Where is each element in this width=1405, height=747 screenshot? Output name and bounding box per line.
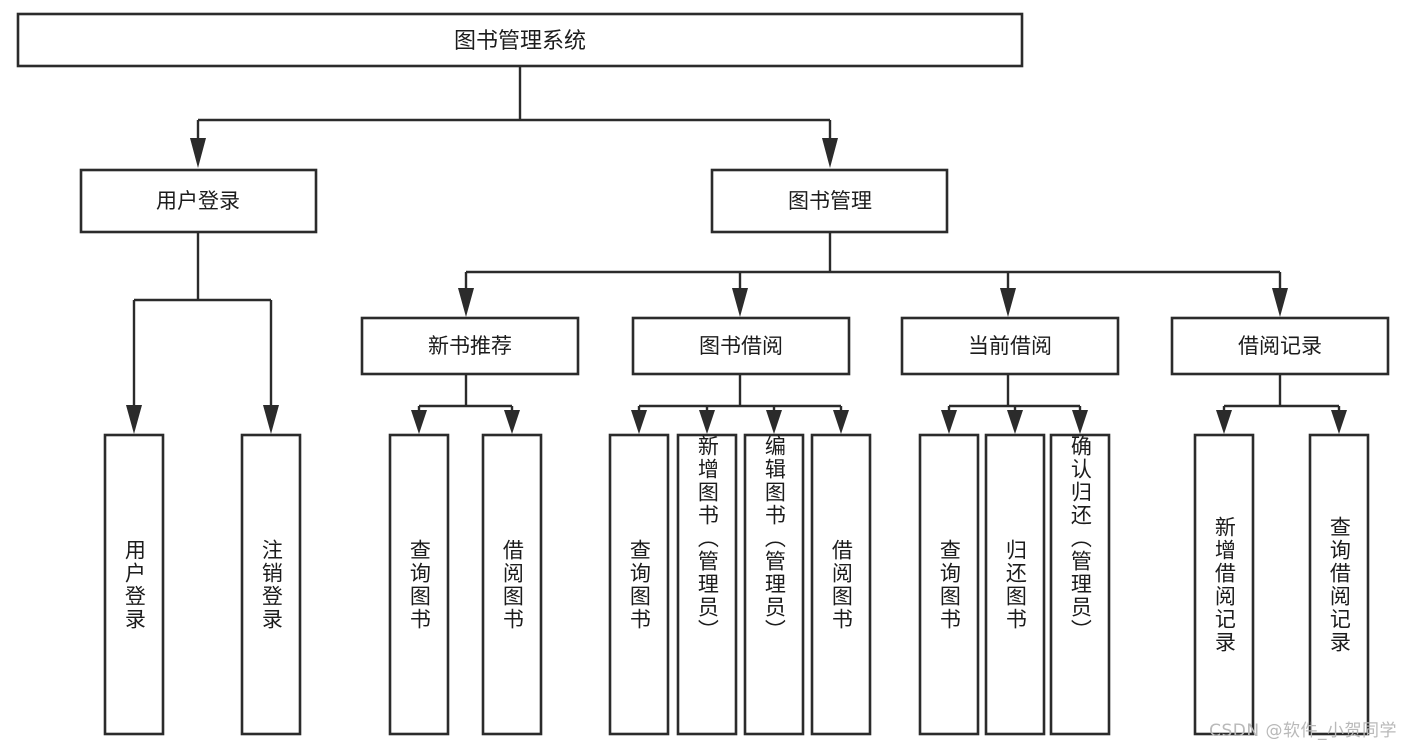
arrow-head-current-borrow	[1000, 288, 1016, 317]
node-book-borrow-label: 图书借阅	[699, 334, 783, 358]
node-new-book-recommend[interactable]: 新书推荐	[360, 316, 580, 376]
node-current-borrow[interactable]: 当前借阅	[900, 316, 1120, 376]
connector-group-current-borrow-to-leaves	[941, 374, 1088, 434]
arrow-head-leaf-add-record	[1216, 410, 1232, 434]
node-leaf-add-book-box[interactable]	[676, 433, 738, 736]
node-borrow-record-box[interactable]	[1170, 316, 1390, 376]
connector-group-borrow-record-to-leaves	[1216, 374, 1347, 434]
arrow-head-book-manage	[822, 138, 838, 168]
node-leaf-query-book-2-box[interactable]	[608, 433, 670, 736]
arrow-head-leaf-query-book-2	[631, 410, 647, 434]
node-current-borrow-box[interactable]	[900, 316, 1120, 376]
node-user-login[interactable]: 用户登录	[79, 168, 318, 234]
arrow-head-borrow-record	[1272, 288, 1288, 317]
node-leaf-user-login-box[interactable]	[103, 433, 165, 736]
connector-group-new-book-recommend-to-leaves	[411, 374, 520, 434]
node-leaf-confirm-return-box[interactable]	[1049, 433, 1111, 736]
arrow-head-leaf-confirm-return	[1072, 410, 1088, 434]
node-leaf-borrow-book-2-box[interactable]	[810, 433, 872, 736]
node-root-label: 图书管理系统	[454, 29, 586, 54]
node-user-login-box[interactable]	[79, 168, 318, 234]
connector-group-book-manage-to-level2	[458, 232, 1288, 317]
arrow-head-leaf-user-login	[126, 405, 142, 434]
node-leaf-query-record-box[interactable]	[1308, 433, 1370, 736]
arrow-head-leaf-query-book-1	[411, 410, 427, 434]
node-leaf-borrow-book-1-box[interactable]	[481, 433, 543, 736]
node-leaf-user-logout-box[interactable]	[240, 433, 302, 736]
node-root-box[interactable]	[16, 12, 1024, 68]
arrow-head-leaf-user-logout	[263, 405, 279, 434]
node-book-borrow-box[interactable]	[631, 316, 851, 376]
node-leaf-query-book-1-box[interactable]	[388, 433, 450, 736]
arrow-head-leaf-add-book	[699, 410, 715, 434]
node-current-borrow-label: 当前借阅	[968, 334, 1052, 358]
connector-group-book-borrow-to-leaves	[631, 374, 849, 434]
node-book-manage[interactable]: 图书管理	[710, 168, 949, 234]
node-borrow-record-label: 借阅记录	[1238, 334, 1322, 358]
node-leaf-add-record-box[interactable]	[1193, 433, 1255, 736]
arrow-head-new-book-recommend	[458, 288, 474, 317]
node-user-login-label: 用户登录	[156, 189, 240, 213]
node-book-borrow[interactable]: 图书借阅	[631, 316, 851, 376]
node-leaf-edit-book-box[interactable]	[743, 433, 805, 736]
arrow-head-leaf-return-book	[1007, 410, 1023, 434]
node-leaf-return-book-box[interactable]	[984, 433, 1046, 736]
csdn-watermark: CSDN @软件_小贺同学	[1209, 721, 1397, 741]
arrow-head-leaf-borrow-book-1	[504, 410, 520, 434]
arrow-head-leaf-borrow-book-2	[833, 410, 849, 434]
node-new-book-recommend-box[interactable]	[360, 316, 580, 376]
node-root[interactable]: 图书管理系统	[16, 12, 1024, 68]
arrow-head-user-login	[190, 138, 206, 168]
node-leaf-query-book-3-box[interactable]	[918, 433, 980, 736]
node-book-manage-box[interactable]	[710, 168, 949, 234]
node-borrow-record[interactable]: 借阅记录	[1170, 316, 1390, 376]
arrow-head-book-borrow	[732, 288, 748, 317]
node-book-manage-label: 图书管理	[788, 189, 872, 213]
node-new-book-recommend-label: 新书推荐	[428, 334, 512, 358]
connector-group-user-login-to-leaves	[126, 232, 279, 434]
arrow-head-leaf-query-record	[1331, 410, 1347, 434]
arrow-head-leaf-edit-book	[766, 410, 782, 434]
connector-group-root-to-level1	[190, 66, 838, 168]
arrow-head-leaf-query-book-3	[941, 410, 957, 434]
